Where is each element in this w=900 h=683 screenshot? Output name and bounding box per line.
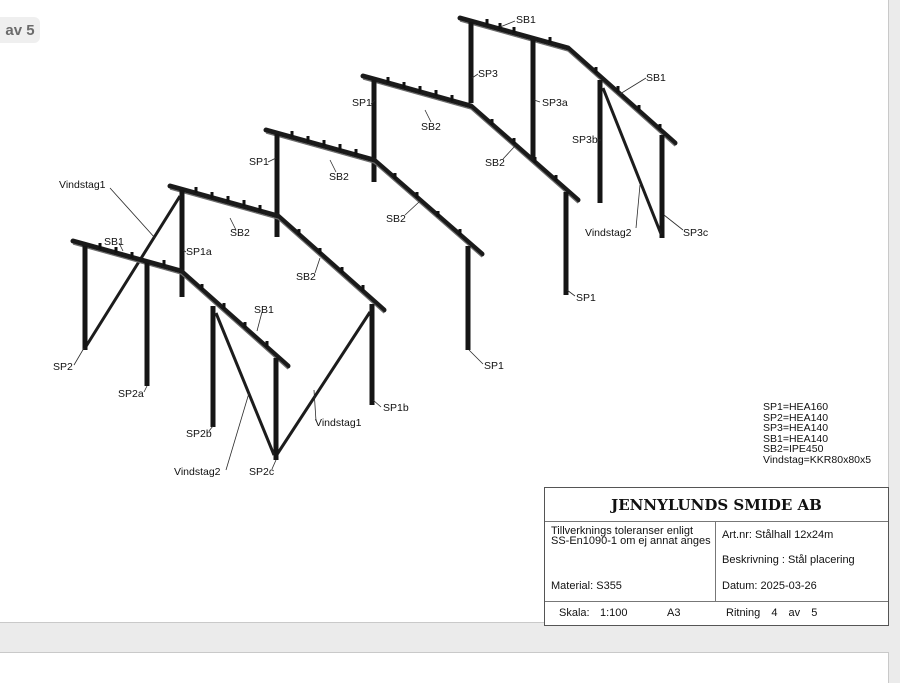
tolerance-note: Tillverknings toleranser enligt SS-En109… xyxy=(551,525,711,547)
rafter-sb1-frame-1 xyxy=(70,238,291,369)
rafter-sb1-frame-5 xyxy=(457,15,678,146)
drawing-label: Ritning xyxy=(726,607,761,619)
label-sp3a: SP3a xyxy=(542,97,568,109)
frame-2 xyxy=(83,183,387,457)
frame-3 xyxy=(263,127,485,350)
label-sb2-frame-3-left: SB2 xyxy=(329,171,349,183)
legend-item: SP1=HEA160 xyxy=(763,401,829,413)
scale-value: 1:100 xyxy=(600,607,628,619)
legend-item: SP2=HEA140 xyxy=(763,411,829,424)
description-field: Beskrivning : Stål placering xyxy=(722,554,855,566)
studs-frame-5 xyxy=(485,19,662,130)
label-sb1-right: SB1 xyxy=(646,72,666,84)
next-page-sheet xyxy=(0,652,889,683)
drawing-number-field: Ritning 4 av 5 xyxy=(726,607,825,619)
label-vindstag2-left: Vindstag2 xyxy=(174,466,221,478)
divider xyxy=(715,521,716,601)
label-sp1-frame-4-foot: SP1 xyxy=(576,292,596,304)
label-sb2-frame-4-left: SB2 xyxy=(421,121,441,133)
divider xyxy=(545,601,888,602)
title-block: JENNYLUNDS SMIDE AB Tillverknings tolera… xyxy=(544,487,889,626)
drawing-number: 4 xyxy=(771,607,778,619)
frame-4 xyxy=(360,73,581,295)
rafter-frame-4 xyxy=(360,73,581,203)
legend-item: SP3=HEA140 xyxy=(763,422,829,434)
leader-lines xyxy=(73,20,684,471)
label-sp1-frame-3: SP1 xyxy=(249,156,269,168)
studs-frame-1 xyxy=(98,243,269,347)
label-sp3b: SP3b xyxy=(572,134,598,146)
label-sp2c: SP2c xyxy=(249,466,274,478)
label-sp2b: SP2b xyxy=(186,428,212,440)
legend-item: SB2=IPE450 xyxy=(763,443,824,455)
page-indicator: av 5 xyxy=(0,17,40,43)
date-field: Datum: 2025-03-26 xyxy=(722,580,817,592)
part-labels: SB1 SP3 SP3a SB1 SP3b Vindstag2 SP3c SP1… xyxy=(53,14,708,478)
label-vindstag1-left: Vindstag1 xyxy=(59,179,106,191)
label-sp1-frame-4: SP1 xyxy=(352,97,372,109)
legend-item: SB1=HEA140 xyxy=(763,432,829,445)
frame-1 xyxy=(70,238,291,460)
label-sb1-top: SB1 xyxy=(516,14,536,26)
drawing-total: 5 xyxy=(811,607,818,619)
rafter-frame-2 xyxy=(167,183,387,313)
label-sb2-frame-3-right: SB2 xyxy=(386,213,406,225)
label-sp2a: SP2a xyxy=(118,388,144,400)
studs-frame-3 xyxy=(290,131,462,235)
label-sb1-frame-1-right: SB1 xyxy=(254,304,274,316)
brace-vindstag2-right xyxy=(601,87,663,235)
label-sp3: SP3 xyxy=(478,68,498,80)
drawing-of: av xyxy=(788,607,801,619)
label-sp3c: SP3c xyxy=(683,227,708,239)
label-sb2-frame-4-right: SB2 xyxy=(485,157,505,169)
brace-vindstag1-left xyxy=(83,195,182,349)
label-sp1-frame-3-foot: SP1 xyxy=(484,360,504,372)
company-name: JENNYLUNDS SMIDE AB xyxy=(545,488,888,522)
steel-structure-drawing: SB1 SP3 SP3a SB1 SP3b Vindstag2 SP3c SP1… xyxy=(53,14,708,478)
label-sb2-frame-2-right: SB2 xyxy=(296,271,316,283)
frame-5 xyxy=(457,15,678,238)
paper-size: A3 xyxy=(667,607,681,619)
label-vindstag2-right: Vindstag2 xyxy=(585,227,632,239)
brace-vindstag2-left xyxy=(214,312,276,456)
scale-label: Skala: xyxy=(559,607,590,619)
article-number-field: Art.nr: Stålhall 12x24m xyxy=(722,529,834,541)
label-sp1a: SP1a xyxy=(186,246,212,258)
studs-frame-2 xyxy=(194,187,365,291)
label-sp1b: SP1b xyxy=(383,402,409,414)
legend-item: Vindstag=KKR80x80x5 xyxy=(763,453,872,466)
rafter-frame-3 xyxy=(263,127,485,257)
studs-frame-4 xyxy=(386,77,558,181)
profile-legend: SP1=HEA160 SP2=HEA140 SP3=HEA140 SB1=HEA… xyxy=(763,402,871,465)
label-vindstag1-mid: Vindstag1 xyxy=(315,417,362,429)
material-field: Material: S355 xyxy=(551,580,622,592)
brace-vindstag1-mid xyxy=(274,311,372,457)
label-sb1-frame-1: SB1 xyxy=(104,236,124,248)
label-sb2-frame-2-left: SB2 xyxy=(230,227,250,239)
label-sp2: SP2 xyxy=(53,361,73,373)
